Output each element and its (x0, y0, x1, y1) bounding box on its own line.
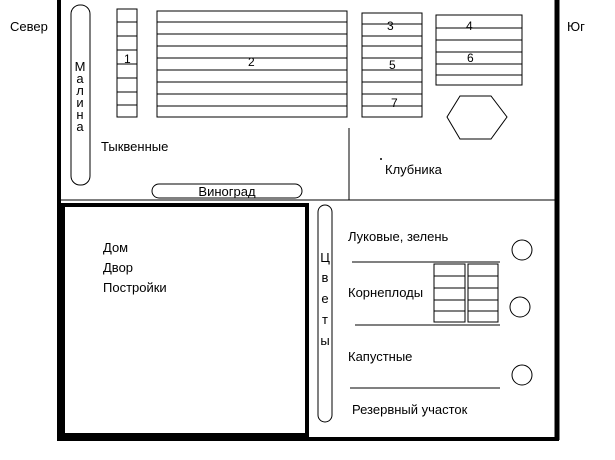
grapes-strip (151, 183, 303, 199)
bed-3-number: 3 (387, 19, 394, 33)
house-label: Дом (103, 240, 128, 255)
grapes-label: Виноград (198, 184, 256, 199)
north-label: Север (10, 19, 48, 34)
bed-2-number: 2 (248, 55, 255, 69)
bed-1 (116, 8, 138, 118)
tree-circle-3 (511, 364, 533, 386)
bed-5-number: 5 (389, 58, 396, 72)
bed-6-number: 6 (467, 51, 474, 65)
flowers-letter: ы (320, 333, 329, 348)
strawberry-label: Клубника (385, 162, 443, 177)
flowers-letter: в (322, 270, 329, 285)
raspberry-letter: л (76, 83, 84, 98)
cabbage-label: Капустные (348, 349, 412, 364)
raspberry-letter: и (76, 95, 83, 110)
raspberry-label: М а л и н а (75, 59, 86, 134)
roots-label: Корнеплоды (348, 285, 423, 300)
yard-label: Двор (103, 260, 133, 275)
reserve-label: Резервный участок (352, 402, 468, 417)
tree-circle-2 (509, 296, 531, 318)
vegetable-zone-lines (350, 261, 500, 389)
bed-3-5-7 (361, 12, 423, 118)
house-block (61, 203, 309, 437)
buildings-label: Постройки (103, 280, 167, 295)
flowers-label: Ц в е т ы (320, 250, 330, 348)
bed-2 (156, 10, 348, 118)
south-label: Юг (567, 19, 585, 34)
pumpkins-label: Тыквенные (101, 139, 168, 154)
bed-4-number: 4 (466, 19, 473, 33)
tree-circle-1 (511, 239, 533, 261)
flowers-letter: т (322, 312, 328, 327)
bed-4-6 (435, 14, 523, 86)
raspberry-letter: н (76, 107, 83, 122)
plot-boundary (57, 0, 560, 441)
roots-bed (433, 263, 499, 323)
raspberry-letter: а (76, 119, 84, 134)
onions-label: Луковые, зелень (348, 229, 449, 244)
marker-dot (380, 158, 382, 160)
flowers-letter: е (321, 291, 328, 306)
bed-7-number: 7 (391, 96, 398, 110)
flowers-letter: Ц (320, 250, 330, 265)
flowers-strip (317, 204, 333, 423)
hexagon-shape (446, 95, 508, 140)
raspberry-strip (70, 4, 91, 186)
raspberry-letter: а (76, 71, 84, 86)
raspberry-letter: М (75, 59, 86, 74)
bed-1-number: 1 (124, 52, 131, 66)
